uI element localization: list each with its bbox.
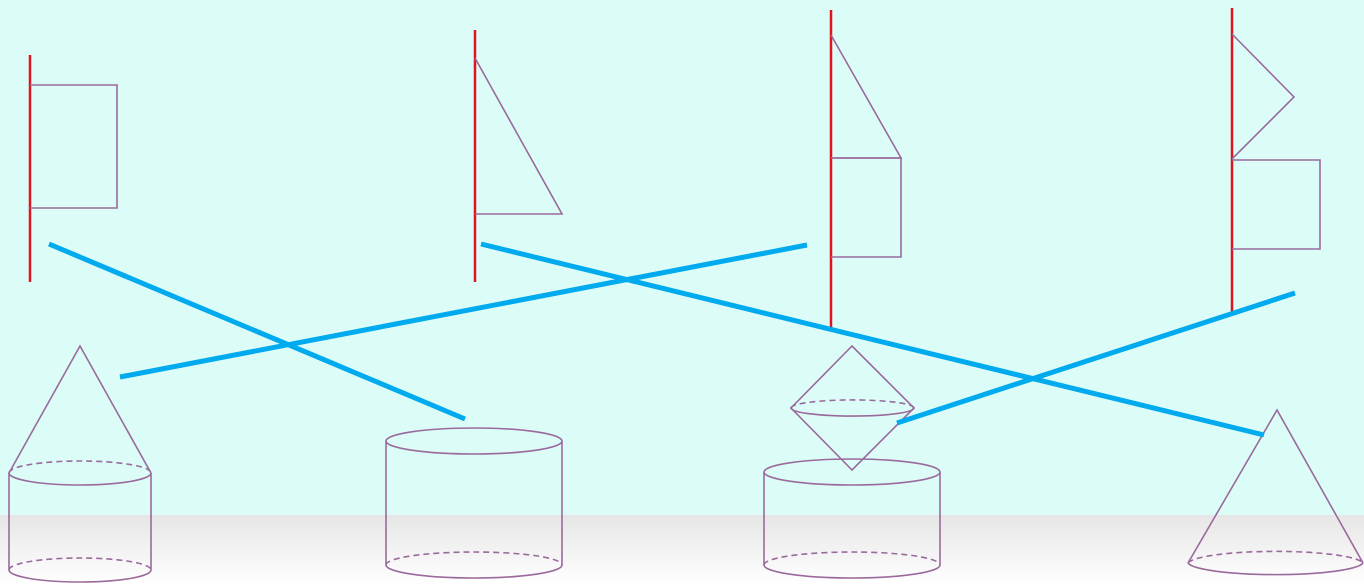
background: [0, 0, 1364, 515]
cone-base-front: [8, 472, 152, 486]
match-line-triangle-to-cone[interactable]: [480, 241, 1265, 438]
match-line-rectangle-to-cylinder[interactable]: [48, 241, 466, 422]
flag-triangle-over-rectangle[interactable]: [829, 10, 903, 328]
cylinder-base-front: [8, 569, 152, 583]
cylinder-base-front: [763, 564, 941, 579]
rectangle-shape: [831, 157, 902, 258]
flag-triangle-point-over-rectangle[interactable]: [1230, 8, 1321, 312]
flag-rectangle[interactable]: [28, 55, 118, 282]
double-cone-rim-back: [790, 399, 915, 409]
right-triangle-shape: [474, 57, 564, 215]
cone-sides: [8, 344, 152, 474]
matching-lines: [48, 241, 1296, 438]
match-line-triangle-rectangle-to-cone-cylinder[interactable]: [119, 242, 808, 380]
cone-base-back: [1187, 550, 1364, 564]
solid-cone-on-cylinder[interactable]: [8, 344, 152, 583]
cone-base-front: [1187, 562, 1364, 576]
cylinder-base-back: [763, 551, 941, 566]
cone-sides: [1187, 408, 1364, 564]
flag-right-triangle[interactable]: [473, 30, 564, 282]
rectangle-shape: [30, 84, 118, 209]
solid-double-cone-over-cylinder[interactable]: [763, 344, 941, 579]
match-line-pointed-flag-to-double-cone[interactable]: [896, 290, 1296, 426]
double-cone-rim-front: [790, 407, 915, 417]
solid-cylinder[interactable]: [385, 427, 563, 579]
double-cone-outline: [789, 344, 916, 472]
rectangle-shape: [1232, 159, 1321, 250]
solid-cone[interactable]: [1187, 408, 1364, 576]
cylinder-base-front: [385, 564, 563, 579]
cylinder-base-back: [385, 551, 563, 566]
cone-base-back: [8, 460, 152, 474]
floor: [0, 515, 1364, 585]
cylinder-base-back: [8, 557, 152, 571]
triangle-shape: [1231, 33, 1296, 160]
